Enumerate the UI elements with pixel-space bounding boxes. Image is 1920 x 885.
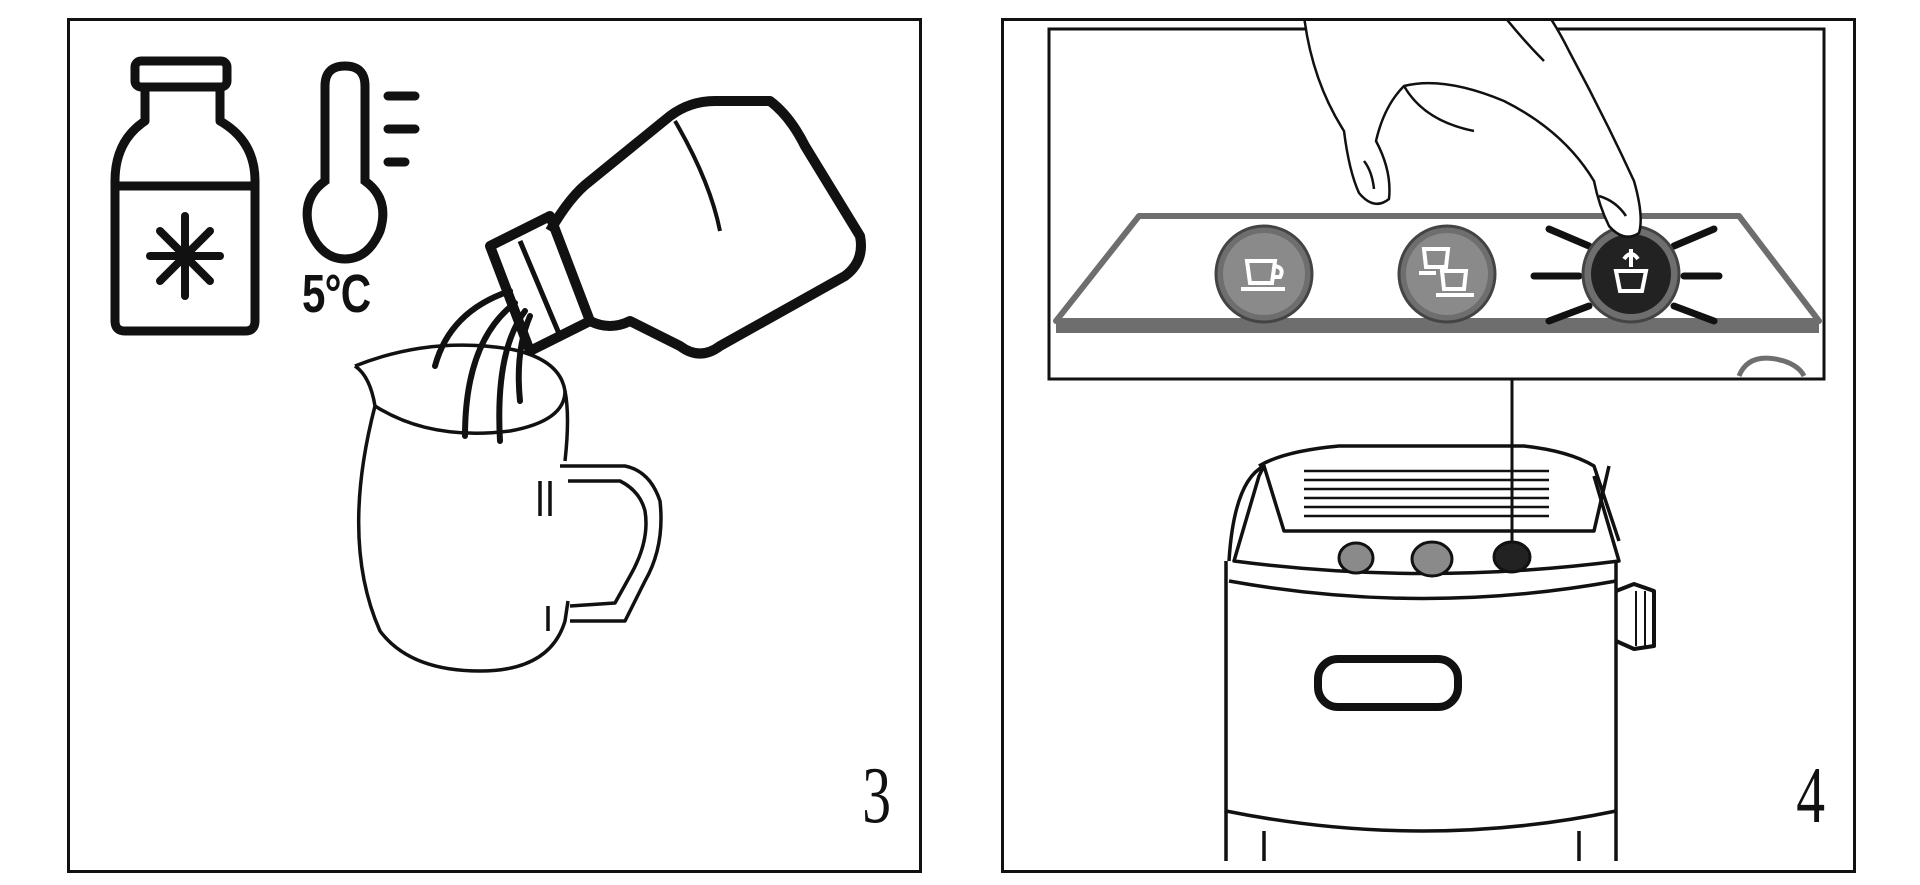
step-4-illustration <box>1047 21 1826 861</box>
pouring-bottle-icon <box>485 96 866 359</box>
hand-pointer-icon <box>1303 21 1642 238</box>
control-panel <box>1047 27 1826 381</box>
step-3-panel: 5°C 3 <box>67 18 922 873</box>
step-number: 4 <box>1796 752 1825 840</box>
step-3-illustration <box>110 56 866 673</box>
double-cup-icon <box>1419 247 1474 297</box>
single-cup-button <box>1214 224 1314 324</box>
milk-stream-icon <box>432 288 533 444</box>
machine-buttons <box>1337 540 1532 578</box>
milk-bottle-icon <box>110 56 260 336</box>
milk-froth-button <box>1530 224 1723 325</box>
temperature-label: 5°C <box>302 264 371 324</box>
milk-jug-icon <box>353 343 663 673</box>
snowflake-icon <box>146 212 224 300</box>
coffee-machine-icon <box>1224 444 1656 861</box>
step-number: 3 <box>862 752 891 840</box>
single-cup-icon <box>1241 259 1285 291</box>
milk-froth-icon <box>1613 249 1649 293</box>
step-4-panel: 4 <box>1001 18 1856 873</box>
double-cup-button <box>1397 224 1497 324</box>
thermometer-icon <box>302 61 420 264</box>
